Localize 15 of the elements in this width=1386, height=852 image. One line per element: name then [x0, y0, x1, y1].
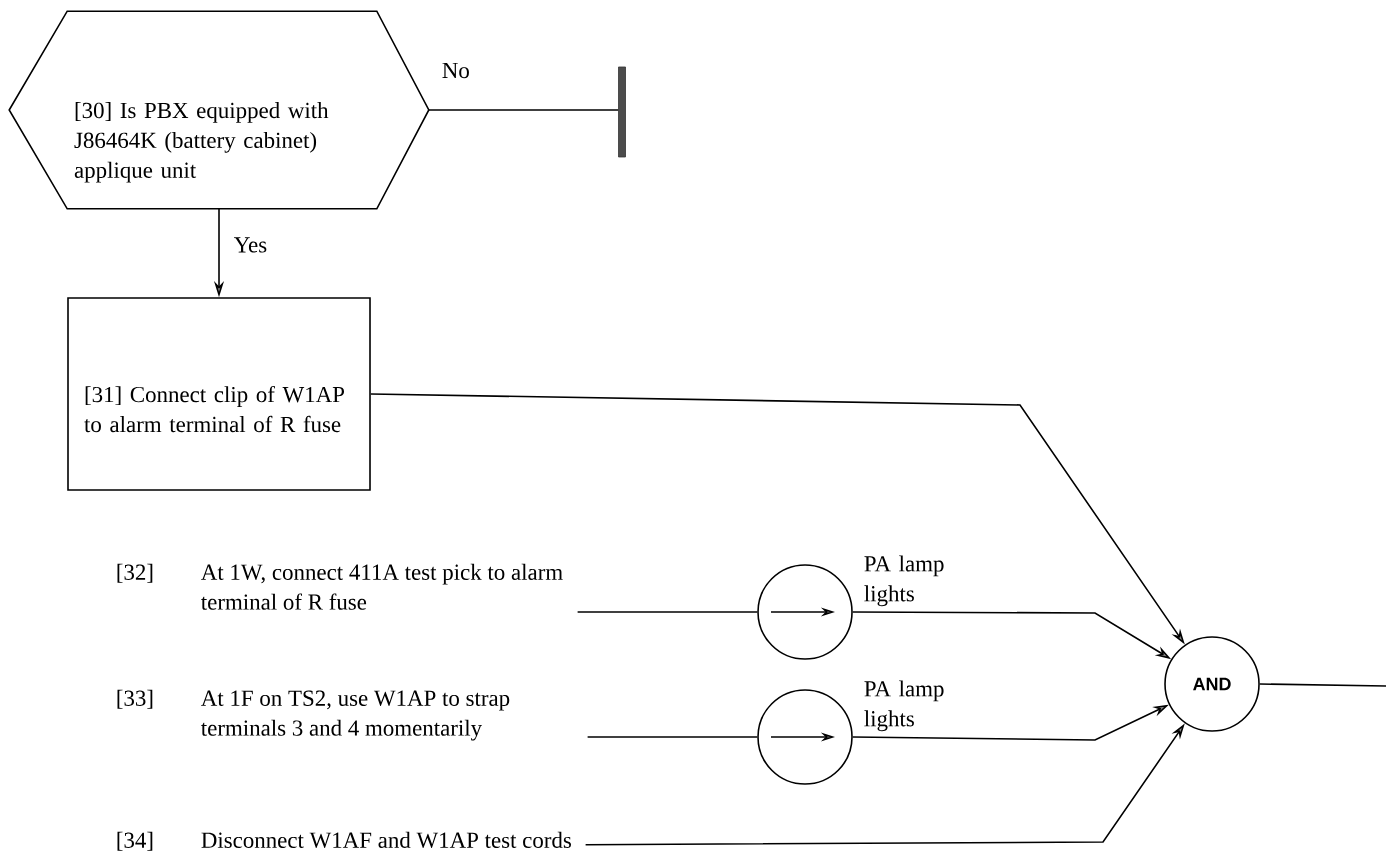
- step-circle: [757, 564, 853, 660]
- step-number: [32]: [117, 563, 153, 583]
- edge-label: Yes: [234, 237, 267, 253]
- decision-hexagon: [30] Is PBX equipped with J86464K (battery cabinet) applique unit: [8, 10, 430, 210]
- step-number: [33]: [117, 689, 153, 709]
- edge-label: PA lamp lights: [864, 680, 944, 732]
- process-box: [31] Connect clip of W1AP to alarm terminal of R fuse: [67, 297, 371, 491]
- edge-label: No: [442, 62, 469, 79]
- edge-label: PA lamp lights: [864, 555, 944, 607]
- step-text: At 1F on TS2, use W1AP to strap terminals 3 and 4 momentarily: [201, 690, 510, 741]
- step-text: Disconnect W1AF and W1AP test cords: [201, 831, 571, 849]
- step-circle: [757, 689, 853, 785]
- step-number: [34]: [117, 831, 153, 851]
- terminator-bar: [618, 66, 626, 158]
- step-text: At 1W, connect 411A test pick to alarm terminal of R fuse: [201, 563, 563, 610]
